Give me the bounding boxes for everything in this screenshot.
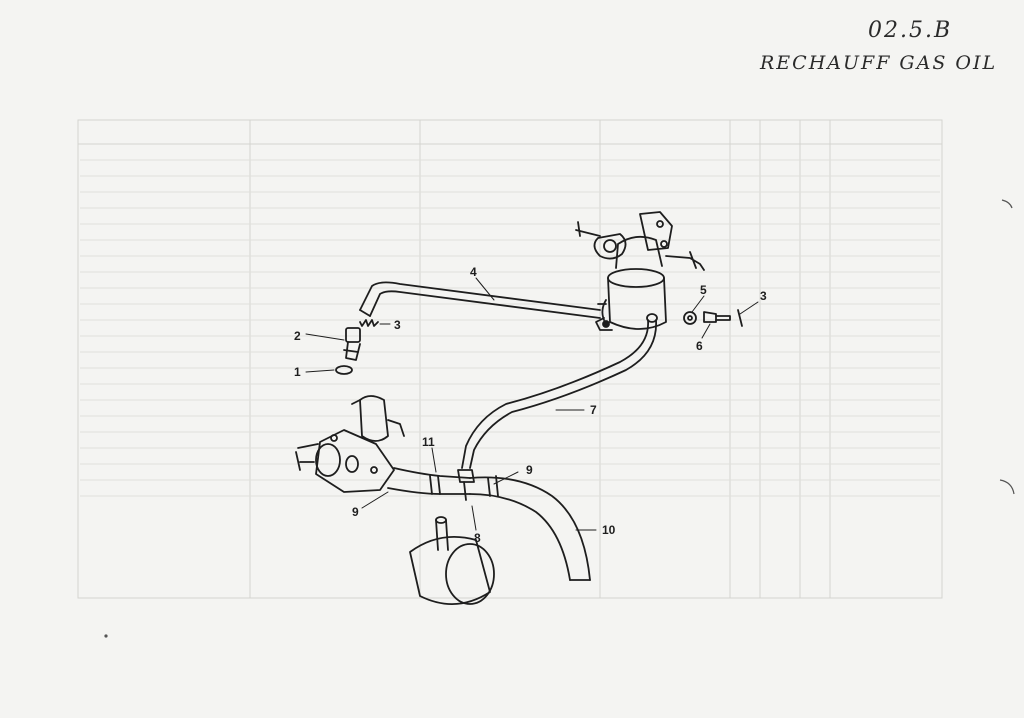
- washer-5: [683, 311, 697, 325]
- callout-9a: 9: [526, 463, 533, 477]
- union-2: [343, 327, 361, 361]
- hose-10: [469, 475, 591, 581]
- callout-2: 2: [294, 329, 301, 343]
- tee-connector: [457, 469, 475, 501]
- callout-8: 8: [474, 531, 481, 545]
- tube-8: [435, 516, 449, 551]
- reference-code: 02.5.B: [868, 18, 953, 43]
- callout-7: 7: [590, 403, 597, 417]
- canister: [409, 535, 495, 605]
- callout-9b: 9: [352, 505, 359, 519]
- paper-marks: [104, 199, 1015, 638]
- callout-labels: 1 2 3 3 4 5 6 7 8 9 9 10 11: [294, 265, 767, 545]
- callout-6: 6: [696, 339, 703, 353]
- pipe-7: [461, 319, 657, 469]
- spring-3a: [359, 319, 379, 327]
- bleed-through-rows: [80, 159, 940, 497]
- fuel-pump: [295, 395, 405, 493]
- sheet-title: RECHAUFF GAS OIL: [760, 52, 998, 74]
- fuel-filter-assembly: [575, 211, 705, 331]
- washer-1: [335, 365, 353, 375]
- callout-11: 11: [422, 435, 435, 449]
- hose-11: [387, 467, 471, 495]
- ring-3b: [737, 309, 743, 327]
- callout-4: 4: [470, 265, 477, 279]
- callout-10: 10: [602, 523, 616, 537]
- bolt-6: [703, 311, 731, 323]
- callout-5: 5: [700, 283, 707, 297]
- bleed-through-table: [77, 119, 943, 599]
- callout-3b: 3: [760, 289, 767, 303]
- callout-1: 1: [294, 365, 301, 379]
- pipe-4: [359, 281, 601, 319]
- leader-lines: [305, 277, 759, 531]
- callout-3a: 3: [394, 318, 401, 332]
